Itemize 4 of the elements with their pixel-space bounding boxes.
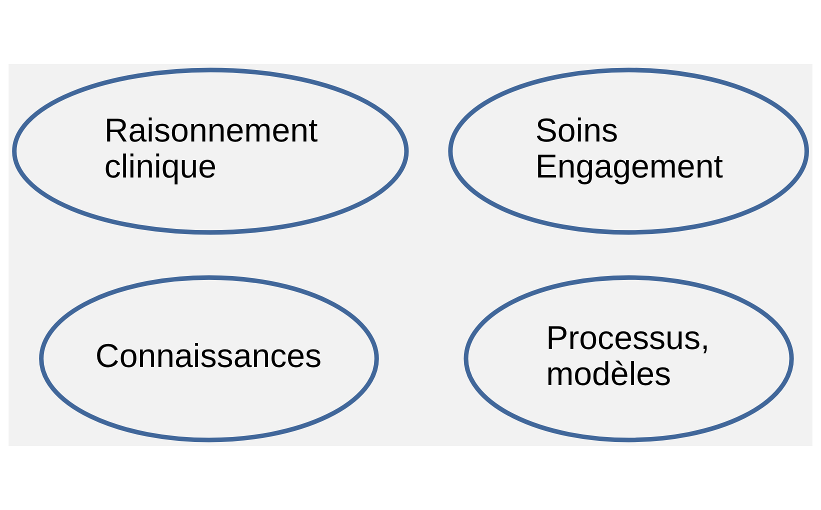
node-ellipse: Processus, modèles — [464, 275, 794, 442]
node-ellipse: Soins Engagement — [448, 68, 809, 235]
node-ellipse: Connaissances — [39, 275, 379, 442]
node-ellipse: Raisonnement clinique — [12, 68, 409, 235]
